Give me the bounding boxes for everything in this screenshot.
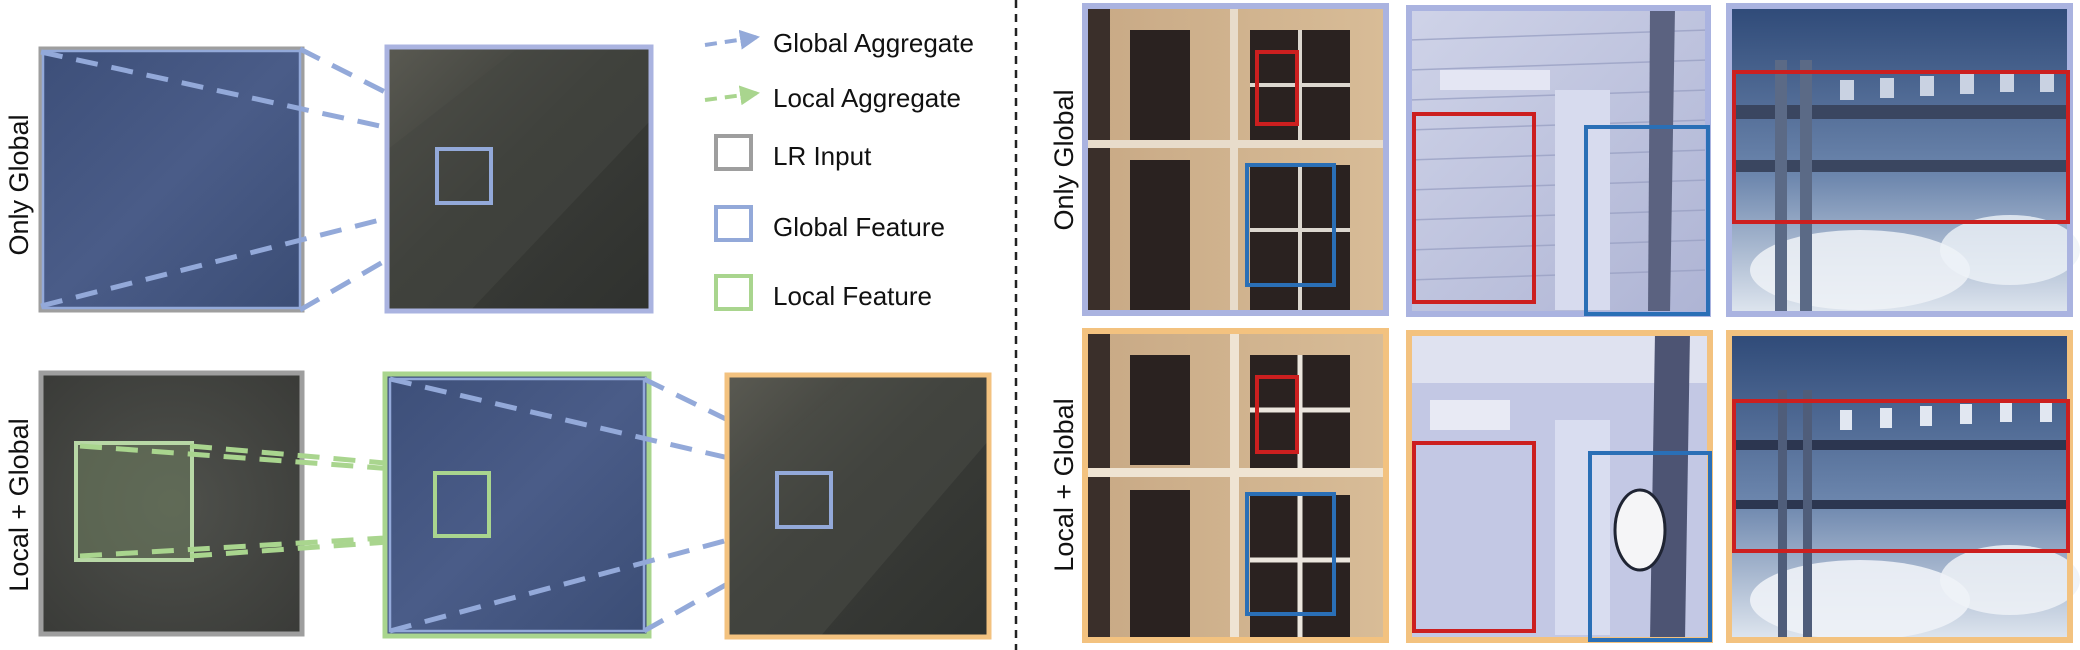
global-aggregate-lines-bottom	[389, 376, 833, 634]
result-sky-only-global	[1729, 6, 2080, 314]
highlight-box-red-sky-bottom	[1732, 399, 2070, 553]
local-aggregate-lines	[79, 443, 491, 559]
legend-global-aggregate-label: Global Aggregate	[773, 28, 974, 58]
texture-diagonal-top	[387, 47, 651, 311]
legend-global-feature-icon	[714, 205, 753, 242]
left-row-label-local-global: Local + Global	[4, 418, 34, 591]
result-building-only-global	[1085, 6, 1386, 313]
highlight-box-red-building-top	[1255, 50, 1299, 126]
lr-input-frame-top	[38, 46, 305, 313]
output-frame	[724, 372, 992, 640]
result-building-local-global	[1085, 331, 1386, 640]
legend: Global Aggregate Local Aggregate LR Inpu…	[704, 28, 974, 311]
global-feature-overlay-bottom	[388, 377, 646, 633]
legend-lr-input-icon	[714, 134, 753, 171]
texture-diagonal-bottom	[727, 375, 989, 637]
legend-global-feature-label: Global Feature	[773, 212, 945, 242]
left-row-label-only-global: Only Global	[4, 114, 34, 255]
legend-lr-input-label: LR Input	[773, 141, 872, 171]
result-wall-local-global	[1409, 333, 1710, 640]
result-wall-only-global	[1408, 8, 1709, 314]
legend-local-aggregate-label: Local Aggregate	[773, 83, 961, 113]
highlight-box-red-sky-top	[1732, 70, 2070, 224]
right-row-label-local-global: Local + Global	[1049, 398, 1079, 571]
result-building-only-global-frame	[1082, 3, 1389, 316]
local-global-feature-image	[385, 374, 649, 636]
lr-input-frame-bottom	[38, 370, 305, 637]
highlight-box-blue-wall-top	[1584, 125, 1710, 316]
query-pixel-box-local	[433, 471, 491, 538]
highlight-box-red-wall-bottom	[1412, 441, 1536, 633]
legend-local-feature-label: Local Feature	[773, 281, 932, 311]
highlight-box-blue-building-bottom	[1245, 492, 1336, 616]
legend-local-aggregate-icon	[704, 85, 760, 106]
legend-local-feature-icon	[714, 274, 753, 311]
highlight-box-blue-building-top	[1245, 163, 1336, 287]
highlight-box-red-wall-top	[1412, 112, 1536, 304]
highlight-box-blue-wall-bottom	[1588, 451, 1712, 642]
query-pixel-box-top	[435, 147, 493, 205]
result-sky-local-global	[1729, 333, 2080, 640]
result-building-local-global-frame	[1082, 328, 1389, 643]
highlight-box-red-building-bottom	[1255, 375, 1299, 454]
global-feature-overlay-top	[41, 49, 302, 310]
local-feature-frame	[382, 371, 652, 639]
right-row-label-only-global: Only Global	[1049, 89, 1079, 230]
legend-global-aggregate-icon	[704, 29, 760, 50]
local-window-box	[74, 441, 194, 562]
lr-input-image-top	[41, 49, 302, 310]
query-pixel-box-output	[775, 471, 833, 529]
global-feature-frame-top	[384, 44, 654, 314]
